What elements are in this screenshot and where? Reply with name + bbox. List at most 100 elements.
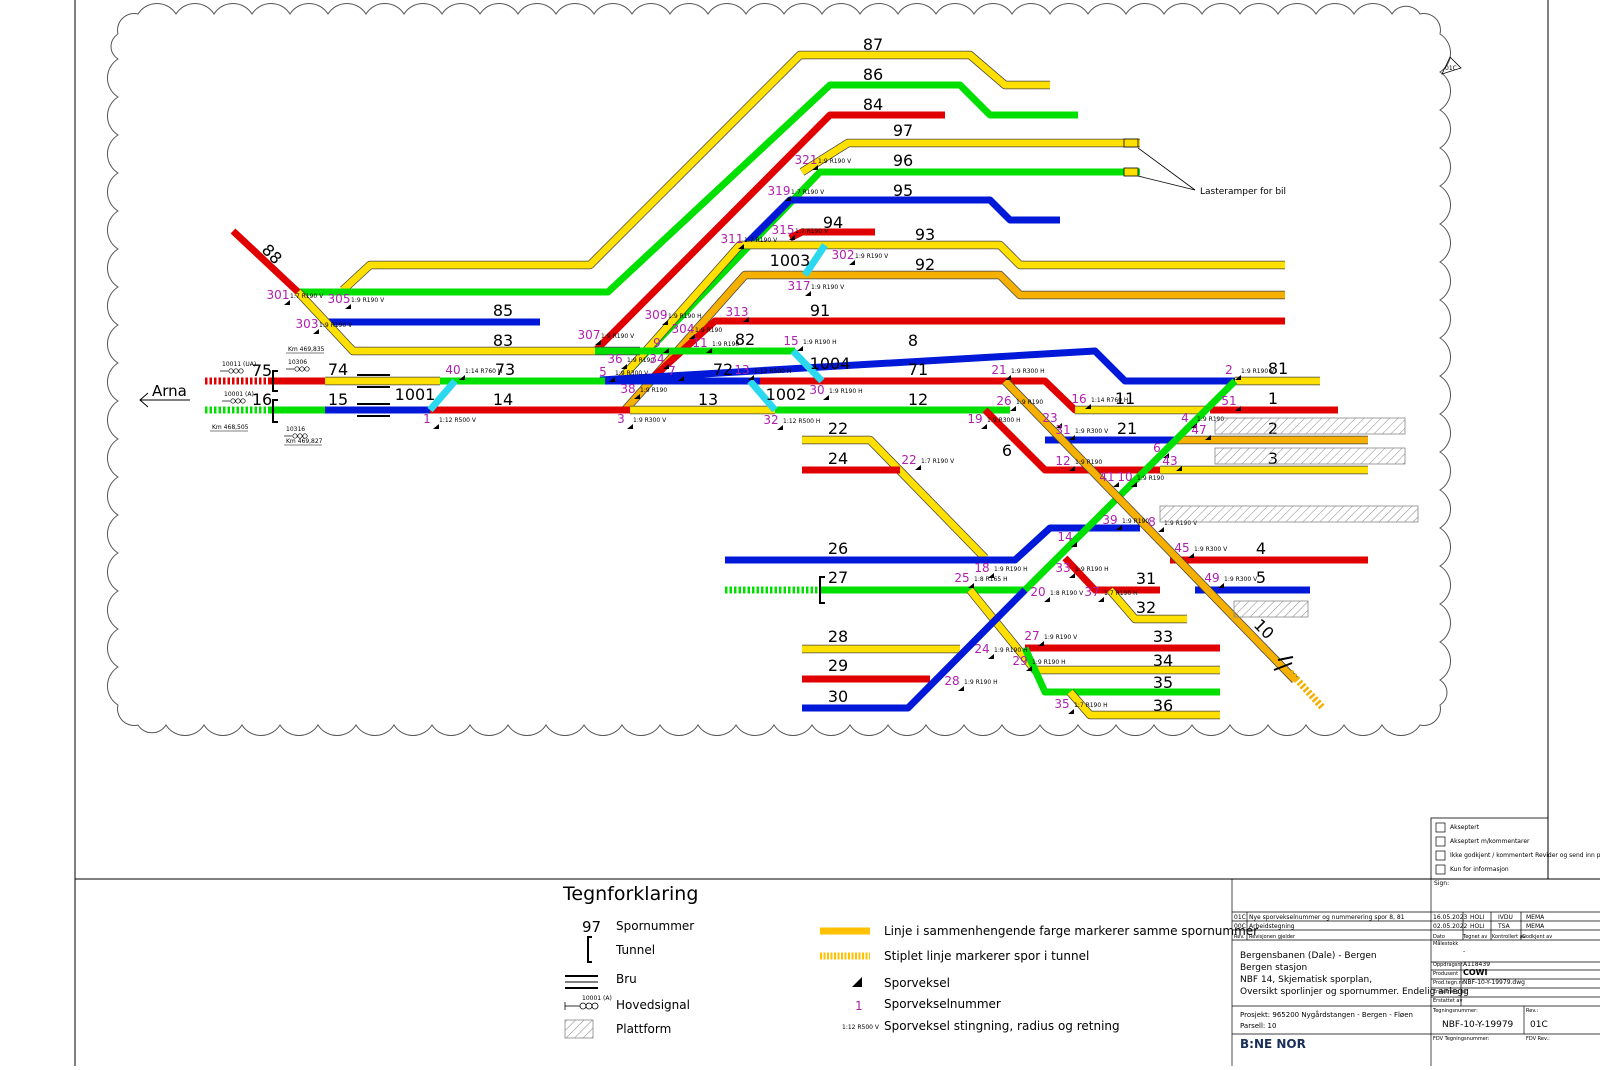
switch-number: 3 [617,412,625,426]
switch-marker [609,377,615,382]
title-field-label: Målestokk [1433,940,1458,947]
switch-spec: 1:9 R300 H [987,417,1021,424]
revision-date: 16.05.2023 [1433,914,1468,921]
switch-number: 43 [1162,454,1177,468]
switch-number: 36 [607,352,622,366]
switch-marker [785,196,791,201]
track-number-label: 5 [1256,568,1266,587]
switch-marker [797,346,803,351]
switch-number: 19 [967,412,982,426]
switch-marker [459,375,465,380]
signal-label: 10001 (A) [224,391,254,398]
revision-checked: IVDU [1498,914,1513,921]
switch-marker [915,465,921,470]
revision-number: 00C [1234,923,1246,930]
track-number-label: 26 [828,539,848,558]
switch-spec: 1:9 R190 H [964,679,998,686]
switch-spec: 1:9 R190 V [811,284,845,291]
track-95 [742,196,1060,248]
switch-number: 37 [1084,585,1099,599]
approval-checkbox[interactable] [1435,850,1446,861]
track-number-label: 30 [828,687,848,706]
track-number-label: 75 [252,361,272,380]
switch-number: 319 [768,184,791,198]
switch-marker [1235,375,1241,380]
switch-marker [595,340,601,345]
title-field-value: A118439 [1463,961,1490,968]
switch-marker [1176,466,1182,471]
legend-main-signal: Hovedsignal [616,998,690,1012]
approval-label: Akseptert [1450,824,1480,831]
approval-label: Kun for informasjon [1450,866,1509,873]
signal-lamp [238,368,244,374]
signal-label: 10011 (UA) [222,361,256,368]
signal-label: 10316 [286,426,305,433]
legend: Tegnforklaring 97 Spornummer Tunnel Bru … [562,883,1258,1039]
approval-checkbox[interactable] [1435,822,1446,833]
switch-number: 22 [901,453,916,467]
revision-header: Tegnet av [1462,934,1487,940]
drawing-title-line: NBF 14, Skjematisk sporplan, [1240,975,1372,985]
title-field-value: - [1463,948,1465,955]
title-field-label: Prod.tegn.nr. [1433,980,1465,986]
revision-number: 01C [1234,914,1246,921]
track-number-label: 34 [1153,651,1173,670]
revision-approved: MEMA [1526,914,1545,921]
switch-spec: 1:9 R190 [1016,399,1043,406]
revision-triangle-label: 01C [1445,65,1457,72]
track-number-label: 87 [863,35,883,54]
track-10-tunnel [1287,669,1325,710]
switch-marker [968,583,974,588]
switch-number: 7 [668,364,676,378]
switch-marker [627,424,633,429]
switch-marker [621,364,627,369]
drawing-number: NBF-10-Y-19979 [1442,1020,1514,1030]
switch-number: 4 [1181,411,1189,425]
track-number-label: 88 [258,240,286,268]
fdv-number-label: FDV Tegningsnummer: [1433,1036,1490,1042]
switch-marker [1038,641,1044,646]
approval-checkbox[interactable] [1435,864,1446,875]
switch-marker [313,329,319,334]
track-number-label: 16 [252,390,272,409]
switch-number: 45 [1174,541,1189,555]
switch-spec: 1:9 R190 H [1032,659,1066,666]
switch-number: 38 [620,382,635,396]
track-number-label: 35 [1153,673,1173,692]
switch-marker [1010,406,1016,411]
switch-spec: 1:9 R190 H [994,647,1028,654]
signal-lamp [299,366,305,372]
track-1001 [427,378,458,413]
switch-number: 16 [1071,392,1086,406]
signal-lamp [228,368,234,374]
loading-ramps: Lasteramper for bil [1123,138,1286,197]
track-number-label: 4 [1256,539,1266,558]
approval-checkbox[interactable] [1435,836,1446,847]
track-22 [802,436,988,561]
track-number-label: 32 [1136,598,1156,617]
switch-marker [634,394,640,399]
switch-marker [689,334,695,339]
track-number-label: 73 [495,360,515,379]
revision-header: Dato [1433,934,1445,940]
switch-marker [1235,406,1241,411]
switch-number: 309 [645,308,668,322]
track-number-label: 96 [893,151,913,170]
switch-marker [1218,583,1224,588]
revision-drawn: HOLI [1470,923,1485,930]
track-88 [230,228,301,295]
switch-marker [1188,553,1194,558]
title-field-value: COWI [1463,968,1487,977]
km-label: Km 468,505 [212,424,249,431]
track-number-label: 93 [915,225,935,244]
track-97 [800,139,1140,175]
switch-number: 315 [772,223,795,237]
tunnel-brackets [272,370,1294,671]
switch-number: 31 [1055,423,1070,437]
switch-spec: 1:9 R190 [1137,475,1164,482]
switch-marker [1005,375,1011,380]
direction-arrow: Arna [139,382,190,408]
switch-number: 2 [1225,363,1233,377]
